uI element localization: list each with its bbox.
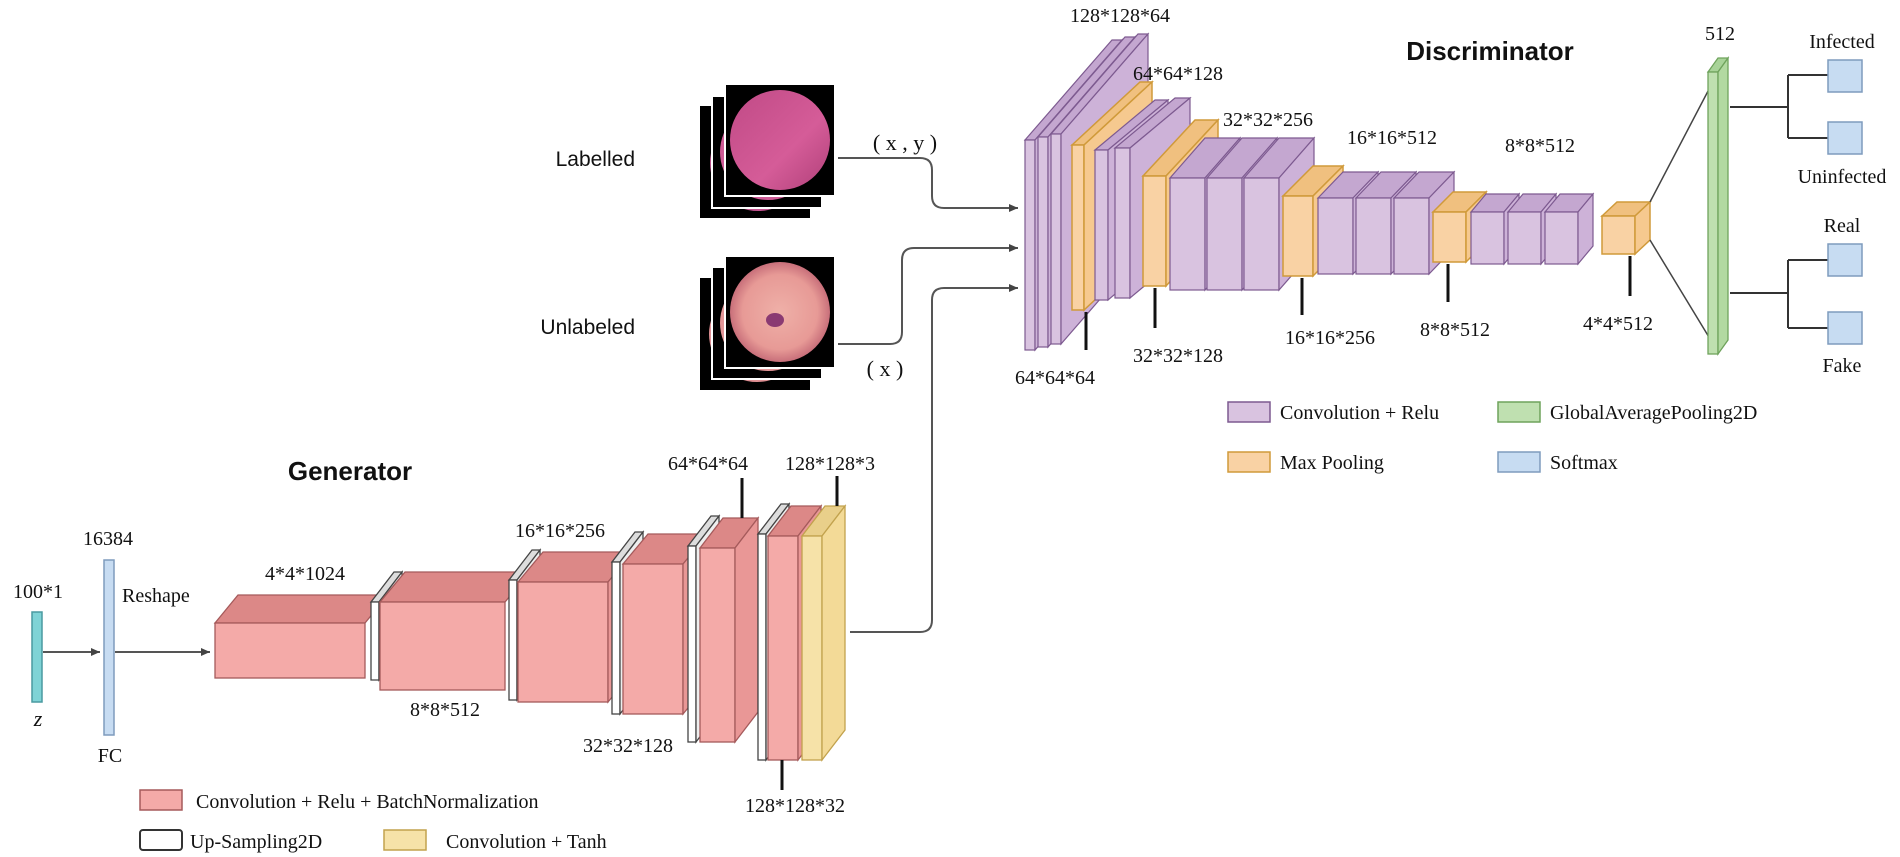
- disc-shape-label: 32*32*256: [1223, 109, 1313, 131]
- gap-layer: [1706, 55, 1730, 357]
- gen-shape-label: 8*8*512: [410, 699, 480, 721]
- legend-swatch-upsampling: [139, 829, 183, 851]
- disc-shape-label: 8*8*512: [1420, 319, 1490, 341]
- unlabeled-image-stack: [700, 255, 836, 390]
- unlabeled-label: Unlabeled: [540, 316, 635, 339]
- fc-dim-label: 16384: [83, 528, 133, 550]
- unlabeled-to-discriminator-arrow: [838, 244, 1018, 345]
- labelled-image-stack: [700, 83, 836, 218]
- labelled-to-discriminator-arrow: [838, 157, 1018, 212]
- disc-shape-label: 32*32*128: [1133, 345, 1223, 367]
- disc-shape-label: 64*64*64: [1015, 367, 1095, 389]
- output-label-uninfected: Uninfected: [1798, 166, 1887, 188]
- disc-shape-label: 64*64*128: [1133, 63, 1223, 85]
- softmax-node-fake: [1827, 311, 1863, 345]
- labelled-pair-label: ( x , y ): [873, 130, 937, 155]
- gen-shape-label: 128*128*32: [745, 795, 845, 817]
- legend-swatch-maxpool: [1227, 451, 1271, 473]
- gen-block-128x128x3-tanh: [800, 504, 847, 762]
- disc-maxpool-5: [1600, 200, 1652, 256]
- output-label-infected: Infected: [1809, 31, 1875, 53]
- softmax-node-uninfected: [1827, 121, 1863, 155]
- output-branches: [1730, 74, 1828, 329]
- gen-shape-label: 64*64*64: [668, 453, 748, 475]
- softmax-node-real: [1827, 243, 1863, 277]
- disc-shape-label: 8*8*512: [1505, 135, 1575, 157]
- legend-label-upsampling: Up-Sampling2D: [190, 831, 322, 853]
- noise-symbol-label: z: [33, 706, 43, 731]
- generated-to-discriminator-arrow: [850, 284, 1018, 633]
- disc-shape-label: 128*128*64: [1070, 5, 1170, 27]
- disc-shape-label: 4*4*512: [1583, 313, 1653, 335]
- reshape-label: Reshape: [122, 585, 190, 607]
- gen-shape-label: 16*16*256: [515, 520, 605, 542]
- projection-line-top: [1649, 71, 1719, 203]
- legend-label-conv-relu: Convolution + Relu: [1280, 402, 1439, 424]
- gap-dim-label: 512: [1705, 23, 1735, 45]
- gen-shape-label: 128*128*3: [785, 453, 875, 475]
- projection-line-bottom: [1649, 239, 1719, 353]
- unlabeled-x-label: ( x ): [867, 356, 904, 381]
- legend-label-conv-relu-bn: Convolution + Relu + BatchNormalization: [196, 791, 539, 813]
- softmax-node-infected: [1827, 59, 1863, 93]
- discriminator-title: Discriminator: [1406, 36, 1574, 66]
- legend-swatch-conv-relu-bn: [139, 789, 183, 811]
- legend-swatch-conv-tanh: [383, 829, 427, 851]
- gen-shape-label: 4*4*1024: [265, 563, 345, 585]
- legend-swatch-conv-relu: [1227, 401, 1271, 423]
- noise-dim-label: 100*1: [13, 581, 63, 603]
- gen-block-8x8x512: [378, 571, 532, 691]
- gen-block-4x4x1024: [213, 594, 390, 679]
- legend-label-softmax: Softmax: [1550, 452, 1618, 474]
- legend-label-gap: GlobalAveragePooling2D: [1550, 402, 1757, 424]
- legend-swatch-gap: [1497, 401, 1541, 423]
- disc-shape-label: 16*16*512: [1347, 127, 1437, 149]
- fc-layer-bar: [103, 559, 115, 736]
- generator-title: Generator: [288, 456, 412, 486]
- disc-shape-label: 16*16*256: [1285, 327, 1375, 349]
- noise-vector-bar: [31, 611, 43, 703]
- legend-label-maxpool: Max Pooling: [1280, 452, 1384, 474]
- output-label-real: Real: [1824, 215, 1861, 237]
- legend-label-conv-tanh: Convolution + Tanh: [446, 831, 607, 853]
- labelled-label: Labelled: [556, 148, 635, 171]
- fc-label: FC: [98, 745, 122, 767]
- gen-block-64x64x64: [698, 516, 760, 744]
- output-label-fake: Fake: [1823, 355, 1862, 377]
- disc-conv-8x8x512: [1469, 192, 1595, 266]
- gen-shape-label: 32*32*128: [583, 735, 673, 757]
- legend-swatch-softmax: [1497, 451, 1541, 473]
